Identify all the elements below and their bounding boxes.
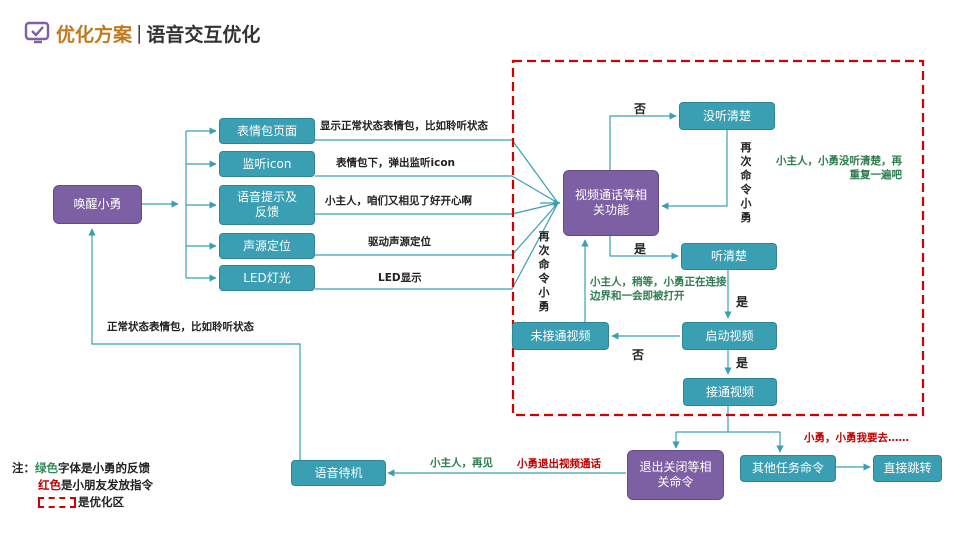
voice-prompt-node: 语音提示及反馈	[219, 185, 315, 225]
yes-label-connected: 是	[736, 356, 749, 370]
legend-red-text: 是小朋友发放指令	[61, 478, 153, 492]
legend-green-word: 绿色	[35, 461, 58, 475]
sound-desc-label: 驱动声源定位	[368, 236, 431, 248]
led-desc-label: LED显示	[378, 272, 422, 284]
screen-check-icon	[24, 21, 50, 44]
voice-desc-label: 小主人，咱们又相见了好开心啊	[325, 195, 472, 207]
emoji-desc-label: 显示正常状态表情包，比如聆听状态	[320, 120, 488, 132]
other-task-node: 其他任务命令	[740, 455, 836, 482]
start-video-node: 启动视频	[682, 322, 777, 350]
legend-red-word: 红色	[38, 478, 61, 492]
standby-node: 语音待机	[291, 460, 386, 486]
exit-video-label: 小勇退出视频通话	[517, 458, 601, 470]
listen-desc-label: 表情包下，弹出监听icon	[336, 157, 456, 169]
not-connected-node: 未接通视频	[512, 322, 609, 350]
return-desc-label: 正常状态表情包，比如聆听状态	[107, 321, 254, 333]
title-highlight: 优化方案	[56, 23, 133, 46]
legend-line-red: 红色是小朋友发放指令	[12, 477, 153, 494]
page-header: 优化方案 | 语音交互优化	[24, 18, 260, 48]
heard-feedback-label-2: 边界和一会即被打开	[590, 290, 685, 302]
legend-area-text: 是优化区	[78, 495, 124, 509]
repeat-command-label-right: 再次命令小勇	[740, 141, 752, 224]
exit-command-node: 退出关闭等相关命令	[627, 450, 724, 500]
connected-node: 接通视频	[683, 378, 777, 406]
no-label-top: 否	[634, 102, 647, 116]
video-call-node: 视频通话等相关功能	[563, 170, 659, 236]
yes-label-heard: 是	[634, 242, 647, 256]
emoji-page-node: 表情包页面	[219, 118, 315, 144]
title-rest: 语音交互优化	[146, 23, 261, 46]
legend-prefix: 注：	[12, 461, 35, 475]
yes-label-start: 是	[736, 295, 749, 309]
heard-feedback-label: 小主人，稍等，小勇正在连接	[590, 276, 727, 288]
sound-locate-node: 声源定位	[219, 233, 315, 259]
unclear-node: 没听清楚	[679, 102, 775, 130]
no-label-not-connected: 否	[632, 348, 645, 362]
direct-jump-node: 直接跳转	[873, 455, 942, 482]
led-node: LED灯光	[219, 265, 315, 291]
listen-icon-node: 监听icon	[219, 151, 315, 177]
legend-line-area: 是优化区	[12, 494, 153, 511]
repeat-command-label-left: 再次命令小勇	[538, 230, 550, 313]
title-separator: |	[136, 22, 143, 44]
wake-node: 唤醒小勇	[53, 185, 142, 224]
legend-green-text: 字体是小勇的反馈	[58, 461, 150, 475]
heard-node: 听清楚	[681, 243, 777, 270]
legend-dashed-swatch	[38, 497, 76, 508]
bye-label: 小主人，再见	[430, 457, 493, 469]
go-task-label: 小勇，小勇我要去……	[804, 432, 909, 444]
legend: 注：绿色字体是小勇的反馈 红色是小朋友发放指令 是优化区	[12, 460, 153, 511]
unclear-feedback-label: 小主人，小勇没听清楚，再重复一遍吧	[776, 155, 902, 181]
legend-line-green: 注：绿色字体是小勇的反馈	[12, 460, 153, 477]
